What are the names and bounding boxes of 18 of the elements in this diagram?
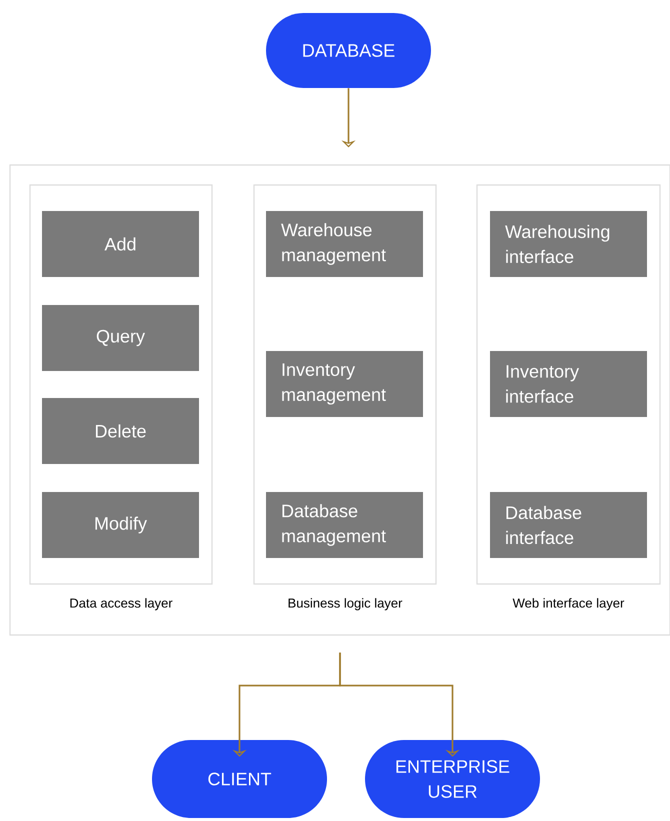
- module-box: Modify: [42, 492, 199, 558]
- module-box: Query: [42, 305, 199, 371]
- node-label: Data access layer: [70, 598, 172, 610]
- module-box: Warehousing interface: [490, 211, 647, 277]
- terminal-pill: DATABASE: [266, 13, 431, 88]
- module-box: Inventory management: [266, 351, 423, 417]
- module-box: Database interface: [490, 492, 647, 558]
- node-label: Business logic layer: [288, 598, 402, 610]
- module-box: Delete: [42, 398, 199, 464]
- system-frame: [9, 164, 670, 636]
- module-box: Inventory interface: [490, 351, 647, 417]
- terminal-pill: CLIENT: [152, 740, 327, 818]
- module-box: Add: [42, 211, 199, 277]
- module-box: Warehouse management: [266, 211, 423, 277]
- arrow: [339, 652, 460, 757]
- module-box: Database management: [266, 492, 423, 558]
- node-label: Web interface layer: [512, 598, 624, 610]
- terminal-pill: ENTERPRISE USER: [365, 740, 540, 818]
